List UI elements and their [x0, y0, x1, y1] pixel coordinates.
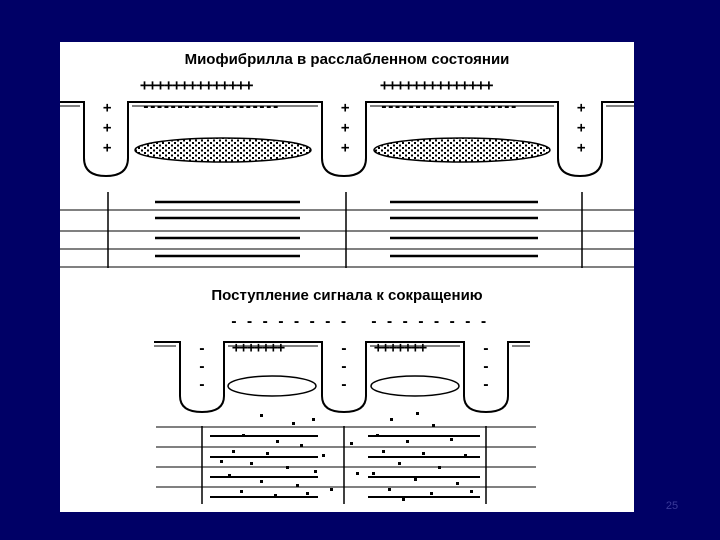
page-number: 25 [665, 500, 679, 512]
signal-membrane-outer [154, 341, 530, 414]
relaxed-side-charge: + [577, 100, 586, 116]
myofibril-figure: Миофибрилла в расслабленном состоянии По… [60, 42, 634, 512]
relaxed-inner-charges-right: -------------------- [380, 100, 518, 115]
relaxed-side-charge: + [577, 120, 586, 136]
signal-side-charge: - [198, 360, 206, 375]
relaxed-membrane-outer [60, 101, 634, 178]
signal-reticulum-left [227, 375, 317, 397]
signal-side-charge: - [198, 342, 206, 357]
signal-state-title: Поступление сигнала к сокращению [211, 287, 483, 304]
signal-outer-charges-right: - - - - - - - - [370, 315, 488, 330]
signal-inner-charges-right: +++++++ [374, 340, 427, 356]
relaxed-state-title: Миофибрилла в расслабленном состоянии [184, 51, 510, 68]
relaxed-side-charge: + [341, 100, 350, 116]
relaxed-outer-charges-right: ++++++++++++++ [380, 76, 493, 94]
signal-side-charge: - [482, 378, 490, 393]
signal-outer-charges-left: - - - - - - - - [230, 315, 348, 330]
relaxed-outer-charges-left: ++++++++++++++ [140, 76, 253, 94]
relaxed-inner-charges-left: -------------------- [142, 100, 280, 115]
relaxed-reticulum-right [373, 137, 551, 163]
myofibril-diagram [60, 101, 634, 504]
signal-side-charge: - [340, 360, 348, 375]
released-calcium [220, 412, 473, 501]
relaxed-side-charge: + [577, 140, 586, 156]
relaxed-side-charge: + [103, 100, 112, 116]
relaxed-side-charge: + [341, 140, 350, 156]
relaxed-side-charge: + [103, 140, 112, 156]
signal-side-charge: - [340, 342, 348, 357]
signal-side-charge: - [482, 360, 490, 375]
relaxed-side-charge: + [341, 120, 350, 136]
signal-inner-charges-left: +++++++ [232, 340, 285, 356]
signal-filaments [156, 426, 536, 504]
signal-side-charge: - [482, 342, 490, 357]
signal-side-charge: - [340, 378, 348, 393]
signal-side-charge: - [198, 378, 206, 393]
signal-reticulum-right [370, 375, 460, 397]
relaxed-reticulum-left [134, 137, 312, 163]
relaxed-filaments [60, 192, 634, 268]
relaxed-side-charge: + [103, 120, 112, 136]
